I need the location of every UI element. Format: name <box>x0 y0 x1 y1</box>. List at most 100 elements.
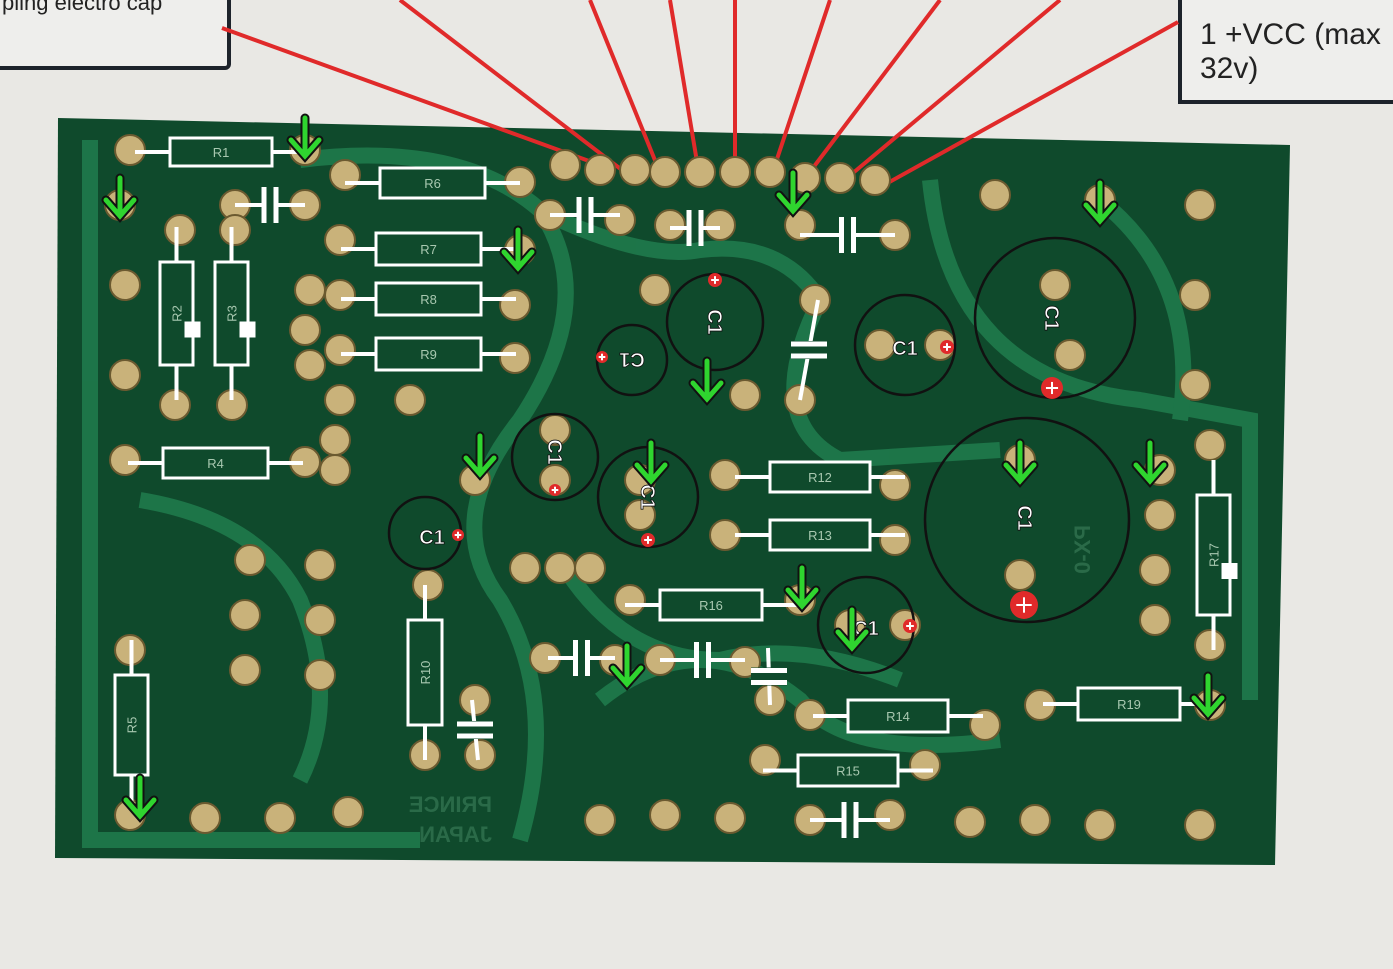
resistor-label: R5 <box>125 717 140 734</box>
annotation-lines <box>221 0 1179 192</box>
solder-pad <box>1084 809 1116 841</box>
resistor-label: R14 <box>886 709 910 724</box>
solder-pad <box>164 214 196 246</box>
solder-pad <box>584 154 616 186</box>
callout-text-line2: 32v) <box>1200 52 1259 85</box>
solder-pad <box>304 549 336 581</box>
ground-arrow-icon <box>608 641 646 691</box>
solder-pad <box>874 799 906 831</box>
solder-pad <box>229 599 261 631</box>
solder-pad <box>729 379 761 411</box>
solder-pad <box>109 444 141 476</box>
solder-pad <box>304 604 336 636</box>
solder-pad <box>719 156 751 188</box>
solder-pad <box>549 149 581 181</box>
solder-pad <box>1179 369 1211 401</box>
resistor-label: R4 <box>207 456 224 471</box>
resistor-r3: R3 <box>213 227 256 400</box>
solder-pad <box>304 659 336 691</box>
solder-pad <box>324 384 356 416</box>
board-model-text: PX-0 <box>1070 525 1095 574</box>
solder-pad <box>324 334 356 366</box>
capacitor-outline <box>923 416 1131 624</box>
annotation-line <box>221 26 601 167</box>
solder-pad <box>604 204 636 236</box>
solder-pad <box>619 154 651 186</box>
solder-pad <box>1194 629 1226 661</box>
resistor-label: R19 <box>1117 697 1141 712</box>
ground-arrow-icon <box>1131 438 1169 488</box>
resistor-r14: R14 <box>813 698 983 734</box>
solder-pad <box>1039 269 1071 301</box>
resistor-r13: R13 <box>735 518 905 552</box>
capacitor-label: C1 <box>892 338 918 360</box>
resistor-label: R13 <box>808 528 832 543</box>
annotation-line <box>874 20 1179 192</box>
solder-pad <box>294 274 326 306</box>
solder-pad <box>824 162 856 194</box>
resistor-label: R16 <box>699 598 723 613</box>
resistor-r4: R4 <box>128 446 303 480</box>
solder-pad <box>614 584 646 616</box>
electrolytic-capacitor: C1 <box>510 412 600 502</box>
solder-pad <box>1054 339 1086 371</box>
capacitor-symbol <box>235 187 305 223</box>
solder-pad <box>574 552 606 584</box>
electrolytic-capacitor: C1 <box>923 416 1131 624</box>
solder-pad <box>394 384 426 416</box>
capacitor-label: C1 <box>419 527 445 549</box>
annotation-line <box>398 0 637 182</box>
electrolytic-capacitor: C1 <box>853 293 957 397</box>
resistor-r7: R7 <box>341 231 516 267</box>
polarity-plus-icon <box>641 533 655 547</box>
solder-pad <box>749 744 781 776</box>
solder-pad <box>219 214 251 246</box>
ground-arrow-icon <box>286 113 324 163</box>
callout-text: pling electro cap <box>2 0 163 15</box>
resistor-label: R8 <box>420 292 437 307</box>
solder-pad <box>584 804 616 836</box>
solder-pad <box>979 179 1011 211</box>
solder-pad <box>319 454 351 486</box>
resistor-r9: R9 <box>341 336 516 372</box>
capacitor-outline <box>510 412 600 502</box>
polarity-plus-icon <box>940 340 954 354</box>
resistor-label: R3 <box>225 305 240 322</box>
resistor-label: R6 <box>424 176 441 191</box>
solder-pad <box>649 799 681 831</box>
ground-arrow-icon <box>1189 671 1227 721</box>
plus-marker <box>239 321 256 338</box>
ground-arrow-icon <box>461 431 499 481</box>
solder-pad <box>189 802 221 834</box>
capacitor-symbol <box>550 197 620 233</box>
solder-pad <box>624 499 656 531</box>
solder-pad <box>499 342 531 374</box>
solder-pad <box>954 806 986 838</box>
capacitor-symbol <box>670 210 720 246</box>
solder-pad <box>1144 499 1176 531</box>
solder-pad <box>412 569 444 601</box>
resistor-r10: R10 <box>406 585 444 760</box>
solder-pad <box>879 469 911 501</box>
ground-arrow-icon <box>1001 438 1039 488</box>
solder-pad <box>329 159 361 191</box>
polarity-plus-icon <box>903 619 917 633</box>
capacitor-symbol <box>548 640 615 676</box>
ground-arrow-icon <box>774 168 812 218</box>
solder-pad <box>684 156 716 188</box>
annotation-line <box>798 0 942 187</box>
resistor-r15: R15 <box>763 753 933 788</box>
electrolytic-capacitor: C1 <box>387 495 464 571</box>
polarity-plus-icon <box>549 484 561 496</box>
resistor-label: R2 <box>170 305 185 322</box>
callout-text-line1: 1 +VCC (max <box>1200 18 1381 51</box>
electrolytic-capacitor: C1 <box>973 236 1137 400</box>
capacitor-symbol <box>457 699 493 761</box>
capacitor-label: C1 <box>636 484 658 510</box>
electrolytic-capacitor: C1 <box>596 445 700 549</box>
solder-pad <box>324 279 356 311</box>
solder-pad <box>1139 604 1171 636</box>
capacitor-label: C1 <box>1040 305 1062 331</box>
